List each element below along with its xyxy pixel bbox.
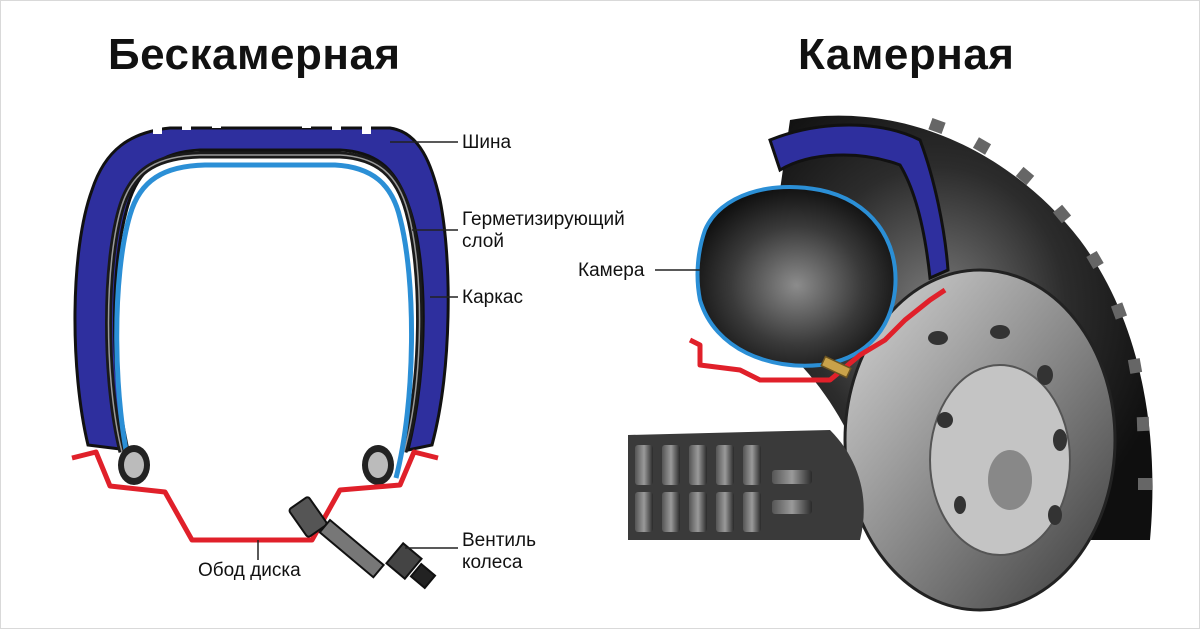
tube-valve xyxy=(820,355,852,379)
label-valve-line2: колеса xyxy=(462,552,523,573)
valve xyxy=(288,496,437,590)
tube-rim xyxy=(688,287,947,383)
tubeless-tire-cross-section xyxy=(71,106,458,590)
wheel-disc xyxy=(843,268,1117,612)
leader-lines-left xyxy=(257,141,458,560)
label-tire: Шина xyxy=(462,132,512,153)
label-valve-line1: Вентиль xyxy=(462,530,537,551)
bead-left xyxy=(118,445,150,485)
inner-tube xyxy=(695,185,898,368)
tire-section xyxy=(768,123,950,281)
tire-tread-blocks xyxy=(928,117,1152,490)
label-sealing-layer-line1: Герметизирующий xyxy=(462,209,625,230)
label-carcass: Каркас xyxy=(462,287,523,308)
tread-grooves xyxy=(153,106,371,134)
label-rim: Обод диска xyxy=(198,560,301,581)
rim xyxy=(71,449,439,543)
tube-tire-illustration xyxy=(628,115,1153,612)
bead-right xyxy=(362,445,394,485)
sealing-layer xyxy=(114,162,415,479)
label-sealing-layer-line2: слой xyxy=(462,231,504,252)
label-tube: Камера xyxy=(578,260,645,281)
carcass-layer xyxy=(105,151,423,453)
title-tubeless: Бескамерная xyxy=(108,30,401,79)
tire-tread-front xyxy=(628,430,864,540)
title-tube: Камерная xyxy=(798,30,1015,79)
